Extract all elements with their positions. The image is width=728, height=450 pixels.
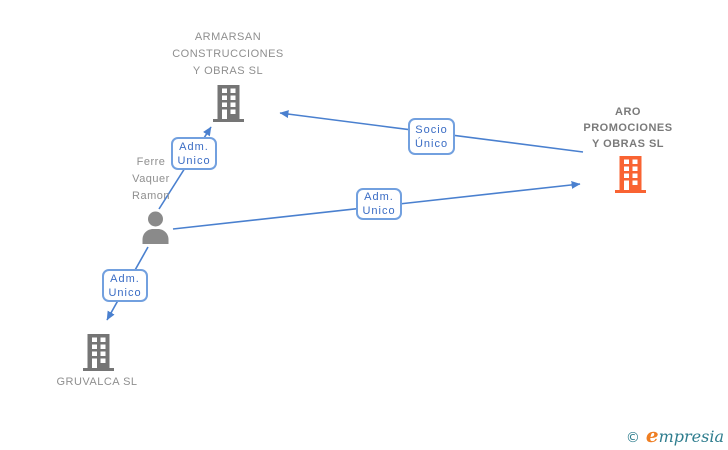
empresia-watermark: © empresia bbox=[626, 423, 724, 447]
node-aro-label: ARO PROMOCIONES Y OBRAS SL bbox=[558, 104, 698, 152]
building-icon bbox=[615, 156, 646, 193]
edge-label-line: Unico bbox=[108, 286, 142, 299]
node-label-line: ARO bbox=[615, 106, 641, 118]
node-label-line: Vaquer bbox=[132, 173, 170, 185]
node-label-line: CONSTRUCCIONES bbox=[172, 48, 284, 60]
edge-label-line: Adm. bbox=[364, 191, 394, 203]
node-ferre-vaquer-ramon[interactable]: Ferre Vaquer Ramon bbox=[101, 154, 201, 246]
node-label-line: Y OBRAS SL bbox=[192, 65, 264, 77]
node-label-line: Y OBRAS SL bbox=[591, 138, 665, 150]
empresia-logo-text: empresia bbox=[646, 423, 724, 447]
edge-label-line: Adm. bbox=[110, 272, 140, 285]
building-icon bbox=[83, 334, 114, 371]
edge-label-line: Socio bbox=[415, 123, 448, 136]
node-gruvalca-label: GRUVALCA SL bbox=[17, 374, 177, 391]
node-label-line: Ferre bbox=[136, 156, 166, 168]
node-label-line: ARMARSAN bbox=[194, 31, 262, 43]
node-armarsan-label: ARMARSAN CONSTRUCCIONES Y OBRAS SL bbox=[128, 29, 328, 80]
node-armarsan[interactable]: ARMARSAN CONSTRUCCIONES Y OBRAS SL bbox=[128, 29, 328, 124]
edge-label-socio-unico: Socio Único bbox=[408, 118, 455, 155]
edge-label-adm-unico-aro: Adm. Unico bbox=[356, 188, 402, 220]
node-label-line: PROMOCIONES bbox=[583, 122, 673, 134]
node-aro[interactable]: ARO PROMOCIONES Y OBRAS SL bbox=[558, 104, 698, 194]
empresia-logo-e: e bbox=[645, 423, 659, 447]
edge-label-line: Único bbox=[414, 137, 449, 150]
edge-label-line: Adm. bbox=[179, 140, 209, 153]
building-icon bbox=[213, 85, 244, 122]
empresia-logo-rest: mpresia bbox=[658, 427, 724, 446]
node-label-line: Ramon bbox=[132, 190, 170, 202]
edge-label-line: Unico bbox=[177, 154, 211, 167]
edge-label-adm-unico-armarsan: Adm. Unico bbox=[171, 137, 217, 170]
edge-label-line: Unico bbox=[362, 205, 396, 217]
copyright-icon: © bbox=[625, 430, 640, 446]
node-label-line: GRUVALCA SL bbox=[56, 376, 138, 388]
node-ferre-label: Ferre Vaquer Ramon bbox=[101, 154, 201, 205]
person-icon bbox=[142, 211, 169, 244]
node-gruvalca[interactable]: GRUVALCA SL bbox=[17, 334, 177, 390]
edge-label-adm-unico-gruvalca: Adm. Unico bbox=[102, 269, 148, 302]
